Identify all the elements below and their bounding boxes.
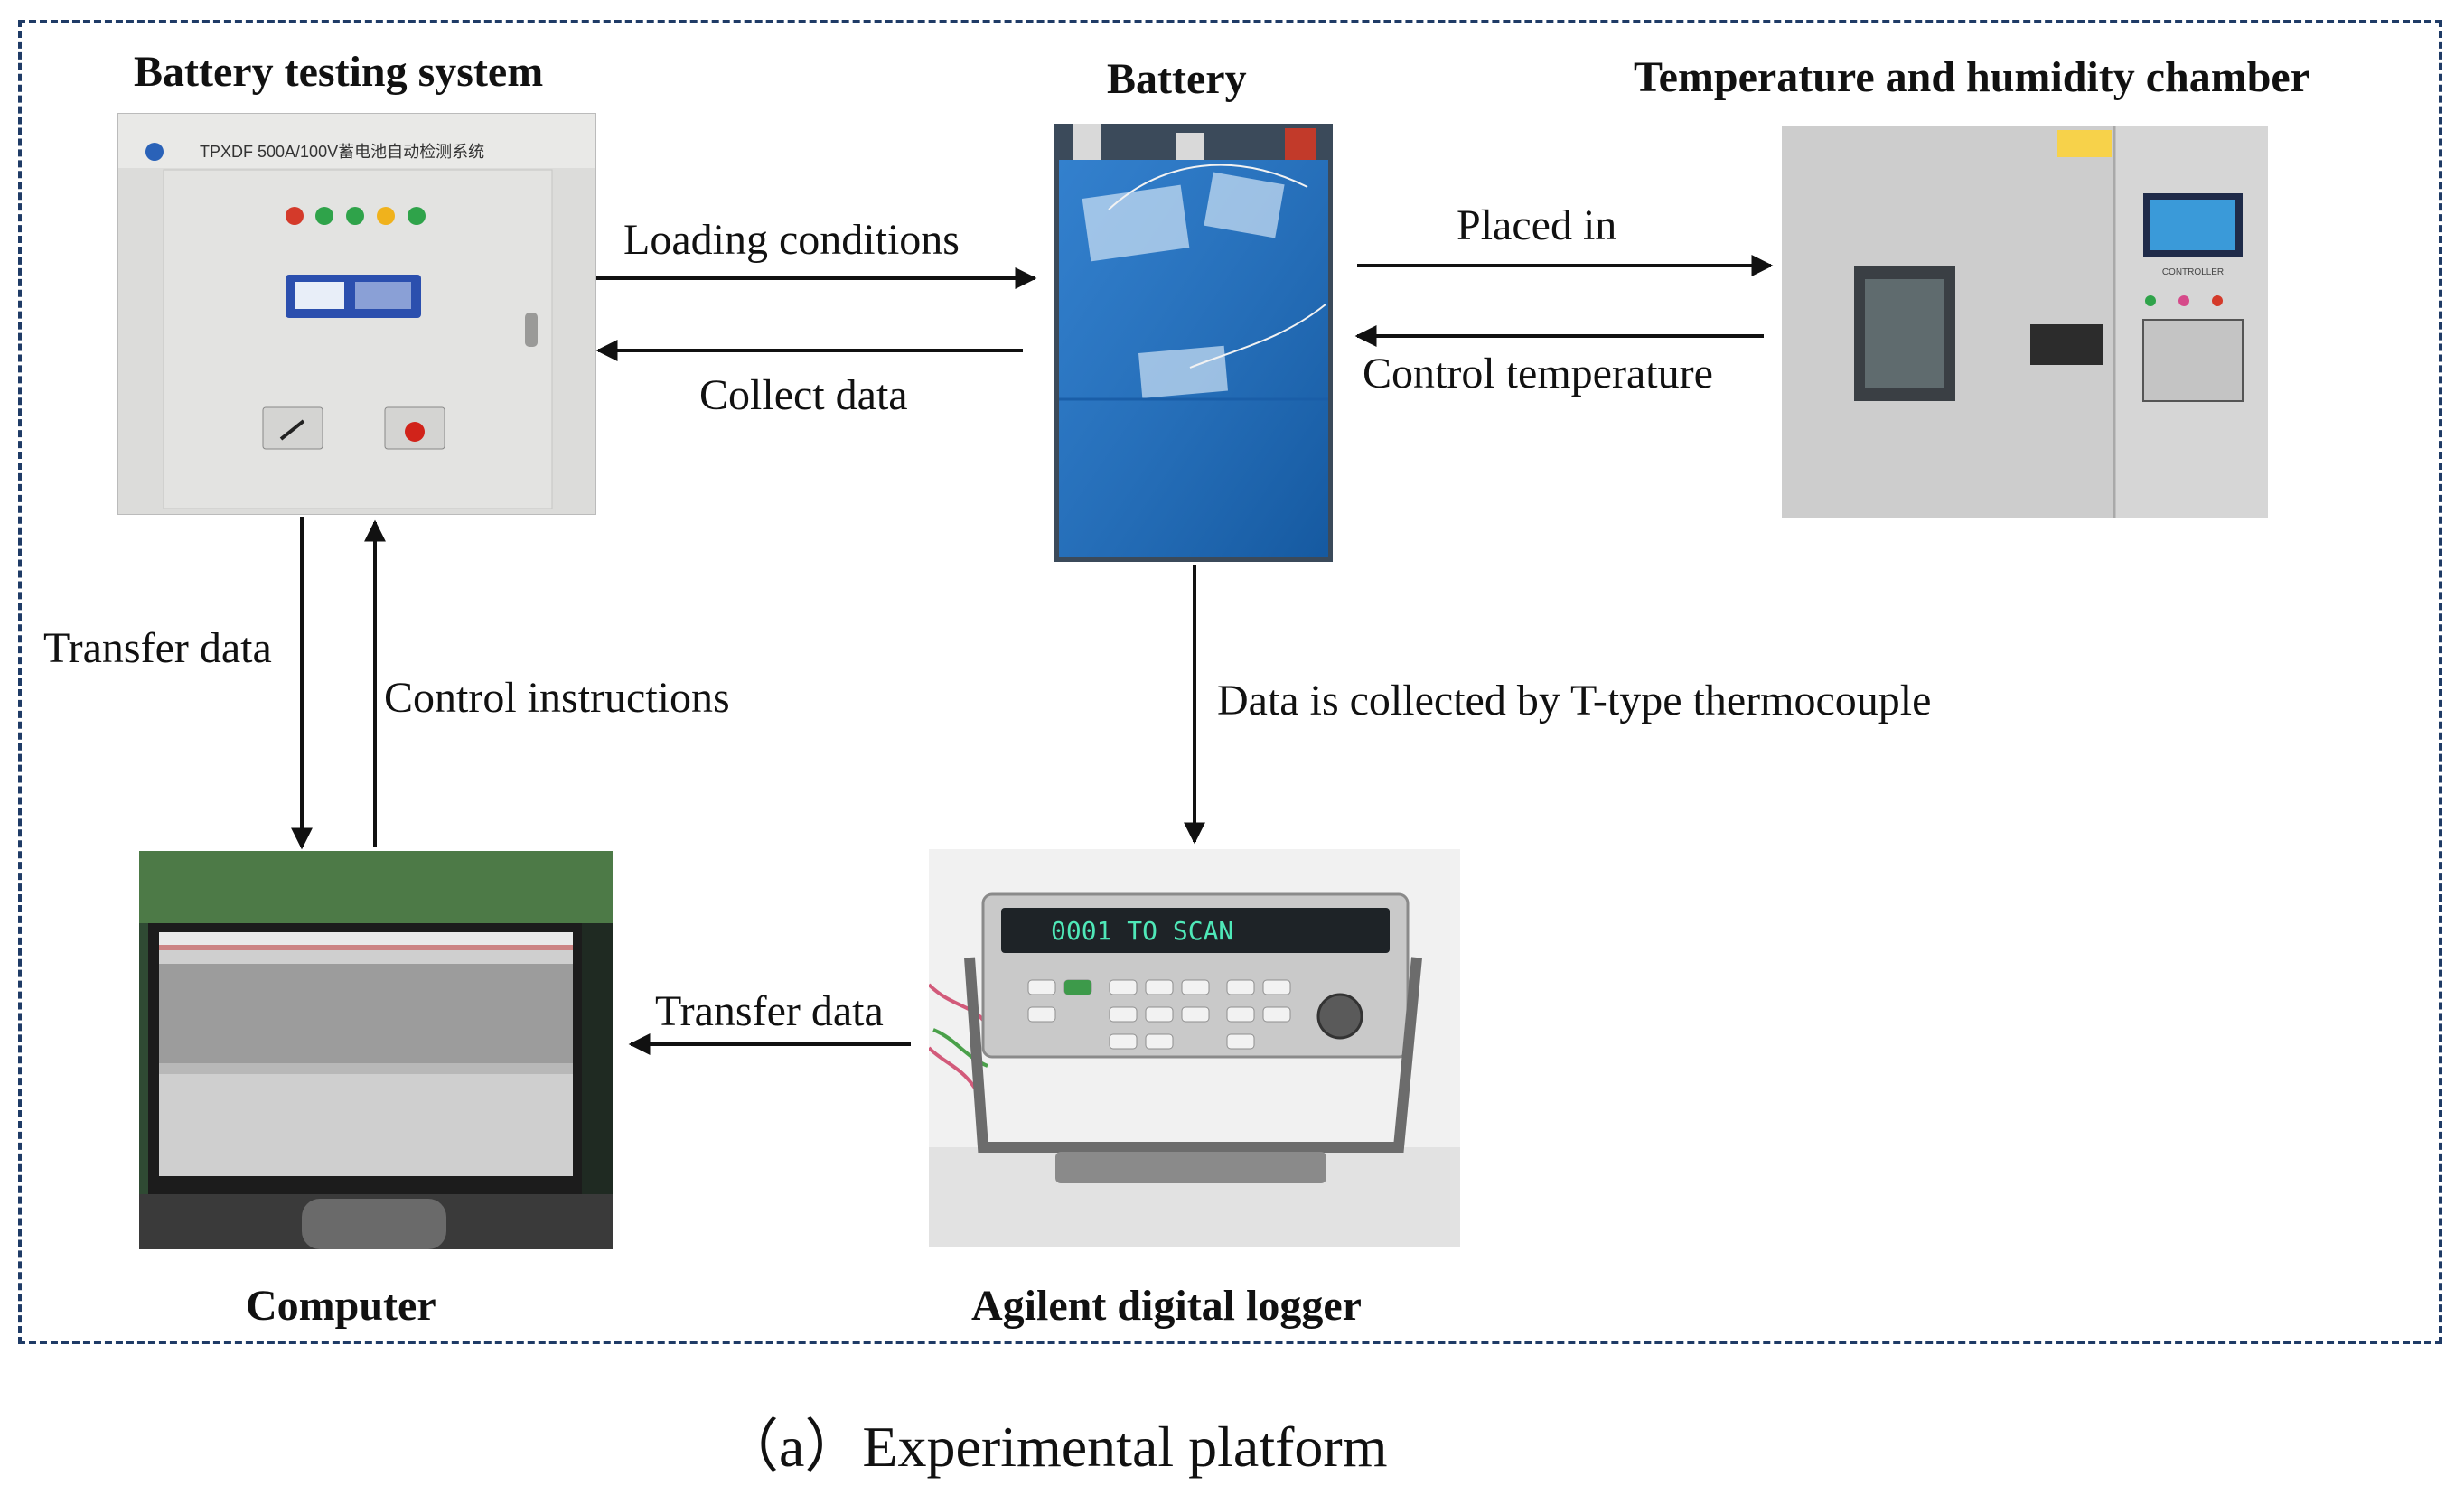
title-chamber: Temperature and humidity chamber <box>1634 53 2310 101</box>
label-control-instructions: Control instructions <box>384 674 730 722</box>
indicator-green-icon <box>315 207 333 225</box>
indicator-green-icon <box>408 207 426 225</box>
status-light-icon <box>2178 295 2189 306</box>
door-handle-icon <box>2030 324 2103 365</box>
thermocouple-wire <box>1108 164 1326 369</box>
battery-terminal-icon <box>1073 124 1101 160</box>
tester-header-text: TPXDF 500A/100V蓄电池自动检测系统 <box>200 143 484 161</box>
recorder-panel <box>2142 319 2244 402</box>
logger-display-text: 0001 TO SCAN <box>1051 916 1233 946</box>
indicator-red-icon <box>286 207 304 225</box>
agilent-logger-photo: 0001 TO SCAN <box>929 849 1460 1247</box>
battery-testing-system-photo: TPXDF 500A/100V蓄电池自动检测系统 <box>117 113 596 515</box>
controller-label: CONTROLLER <box>2162 267 2224 277</box>
warning-label-icon <box>2057 130 2112 157</box>
door-handle-icon <box>525 313 538 347</box>
label-thermocouple: Data is collected by T-type thermocouple <box>1217 677 1932 724</box>
label-loading-conditions: Loading conditions <box>623 216 960 264</box>
indicator-green-icon <box>346 207 364 225</box>
label-placed-in: Placed in <box>1457 201 1617 249</box>
title-logger: Agilent digital logger <box>971 1282 1362 1330</box>
key-switch-icon <box>279 419 305 441</box>
dashed-frame <box>18 20 2442 1344</box>
logger-handle <box>964 957 1422 1153</box>
title-computer: Computer <box>246 1282 436 1330</box>
status-light-icon <box>2145 295 2156 306</box>
chamber-photo: CONTROLLER <box>1782 126 2268 518</box>
emergency-stop-icon <box>405 422 425 442</box>
status-light-icon <box>2212 295 2223 306</box>
figure-caption: （a）Experimental platform <box>721 1415 1388 1479</box>
label-transfer-data-vertical: Transfer data <box>43 624 272 672</box>
label-collect-data: Collect data <box>699 371 908 419</box>
computer-photo <box>139 851 613 1249</box>
label-transfer-data-horizontal: Transfer data <box>655 987 884 1035</box>
title-battery: Battery <box>1107 55 1247 103</box>
battery-photo <box>1054 124 1333 562</box>
brand-logo <box>145 143 164 161</box>
indicator-yellow-icon <box>377 207 395 225</box>
title-battery-testing-system: Battery testing system <box>134 48 544 96</box>
monitor-stand <box>302 1199 446 1249</box>
power-button-icon <box>1064 980 1091 995</box>
logger-display <box>1001 908 1390 953</box>
label-control-temperature: Control temperature <box>1363 350 1713 397</box>
logger-knob-icon <box>1316 993 1363 1040</box>
thermocouple-tape <box>1082 184 1190 262</box>
